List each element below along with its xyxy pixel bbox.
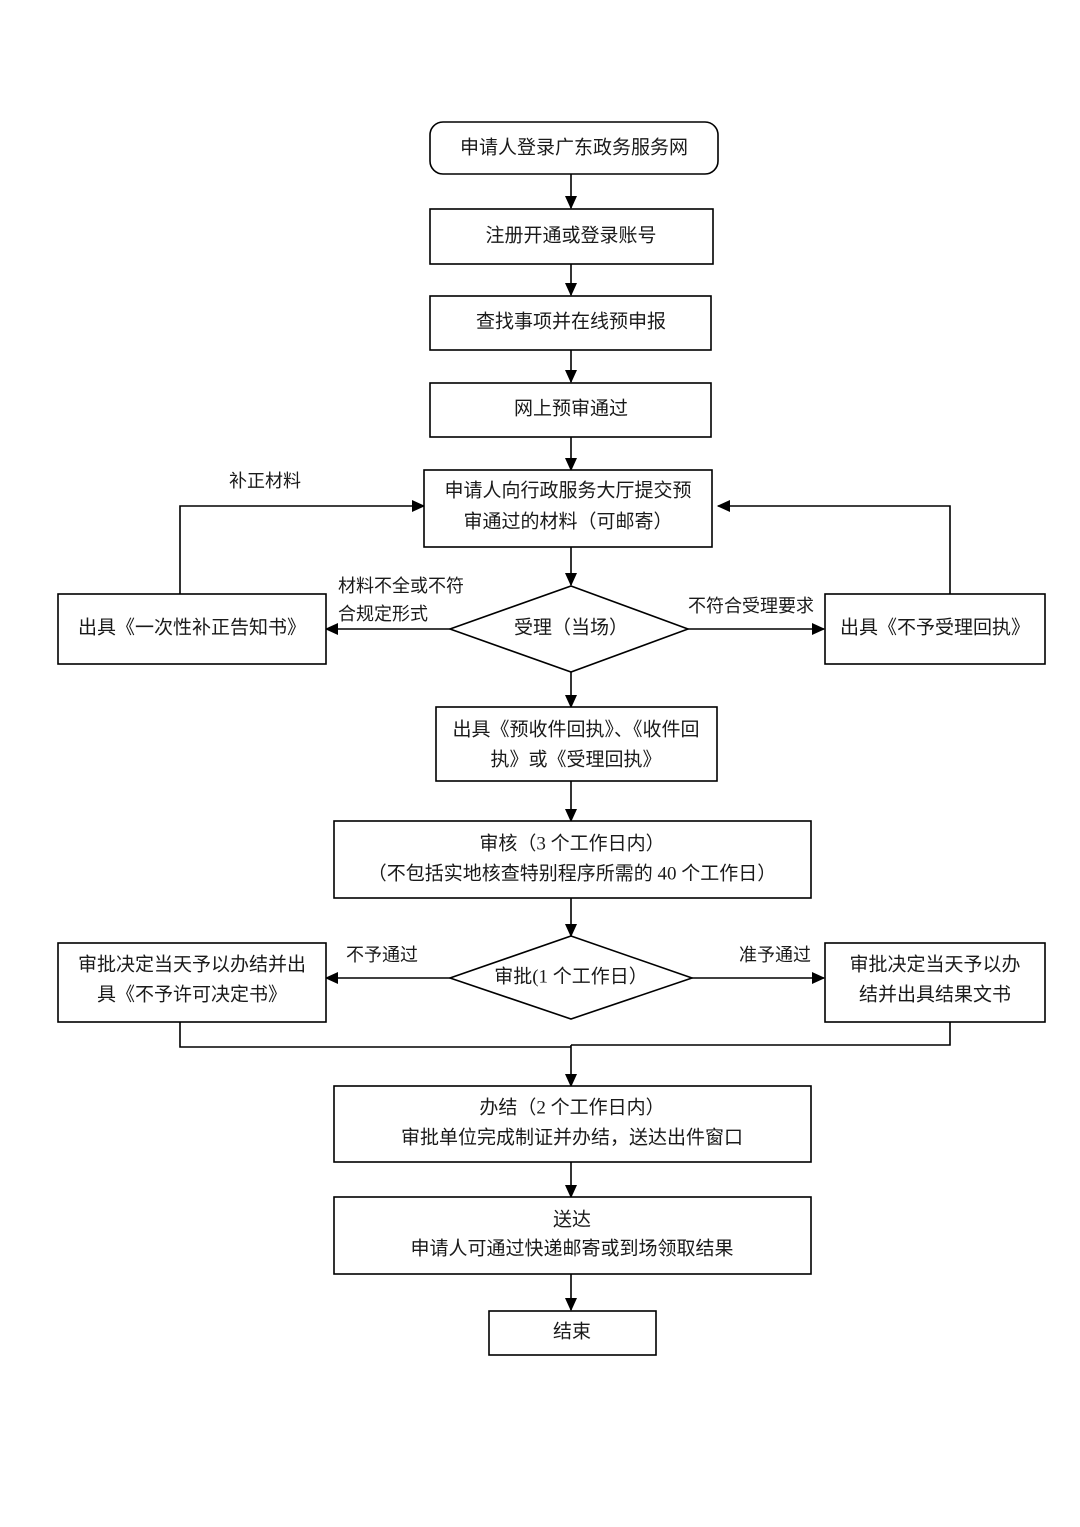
edge-label-approved: 准予通过 (739, 945, 811, 965)
node-end-label: 结束 (553, 1320, 591, 1342)
node-search-apply[interactable] (429, 295, 712, 351)
node-not-permitted[interactable] (57, 942, 327, 1023)
node-issue-receipts-line1: 出具《预收件回执》、《收件回 (452, 718, 699, 740)
node-issue-receipts-line2: 执》或《受理回执》 (490, 748, 661, 770)
node-submit-hall-line1: 申请人向行政服务大厅提交预 (444, 479, 691, 501)
node-permitted-line2: 结并出具结果文书 (859, 983, 1011, 1005)
node-complete[interactable] (333, 1085, 812, 1163)
node-end[interactable] (488, 1310, 657, 1356)
node-issue-receipts[interactable] (435, 706, 718, 782)
edge-label-material-incomplete-line1: 材料不全或不符 (338, 576, 464, 596)
node-complete-line2: 审批单位完成制证并办结，送达出件窗口 (401, 1126, 743, 1148)
edge-label-not-approved: 不予通过 (346, 945, 418, 965)
edge-label-supplement-material: 补正材料 (229, 471, 301, 491)
edge-label-not-meet-accept: 不符合受理要求 (688, 596, 814, 616)
node-complete-line1: 办结（2 个工作日内） (479, 1096, 664, 1118)
node-supplement-notice[interactable] (57, 593, 327, 665)
node-not-permitted-line2: 具《不予许可决定书》 (97, 983, 287, 1005)
node-review-line1: 审核（3 个工作日内） (479, 832, 664, 854)
edge-label-material-incomplete-line2: 合规定形式 (338, 604, 428, 624)
node-review[interactable] (333, 820, 812, 899)
connector-supplement-back-to-submit (179, 500, 426, 594)
node-start-label: 申请人登录广东政务服务网 (460, 136, 688, 158)
node-submit-hall[interactable] (423, 469, 713, 548)
node-approval-decision[interactable] (447, 935, 695, 1020)
connector-permitted-to-merge (571, 1022, 951, 1046)
node-permitted[interactable] (824, 942, 1046, 1023)
node-deliver-line1: 送达 (553, 1208, 591, 1230)
node-reject-accept-receipt[interactable] (824, 593, 1046, 665)
node-not-permitted-line1: 审批决定当天予以办结并出 (78, 953, 306, 975)
node-reject-accept-receipt-label: 出具《不予受理回执》 (840, 616, 1030, 638)
node-submit-hall-line2: 审通过的材料（可邮寄） (463, 510, 672, 532)
node-register[interactable] (429, 208, 714, 265)
node-online-prereview-pass[interactable] (429, 382, 712, 438)
node-accept-decision-label: 受理（当场） (514, 616, 628, 638)
node-start[interactable] (429, 121, 719, 175)
node-review-line2: （不包括实地核查特别程序所需的 40 个工作日） (368, 862, 777, 884)
node-supplement-notice-label: 出具《一次性补正告知书》 (78, 616, 306, 638)
node-deliver[interactable] (333, 1196, 812, 1275)
node-permitted-line1: 审批决定当天予以办 (849, 953, 1020, 975)
node-approval-decision-label: 审批(1 个工作日） (494, 965, 648, 987)
node-register-label: 注册开通或登录账号 (485, 224, 656, 246)
node-online-prereview-pass-label: 网上预审通过 (514, 397, 628, 419)
node-deliver-line2: 申请人可通过快递邮寄或到场领取结果 (410, 1237, 733, 1259)
connector-reject-back-to-submit (716, 500, 951, 594)
connector-notpermitted-to-merge (179, 1022, 571, 1048)
node-search-apply-label: 查找事项并在线预申报 (476, 310, 666, 332)
node-accept-decision[interactable] (447, 585, 691, 673)
